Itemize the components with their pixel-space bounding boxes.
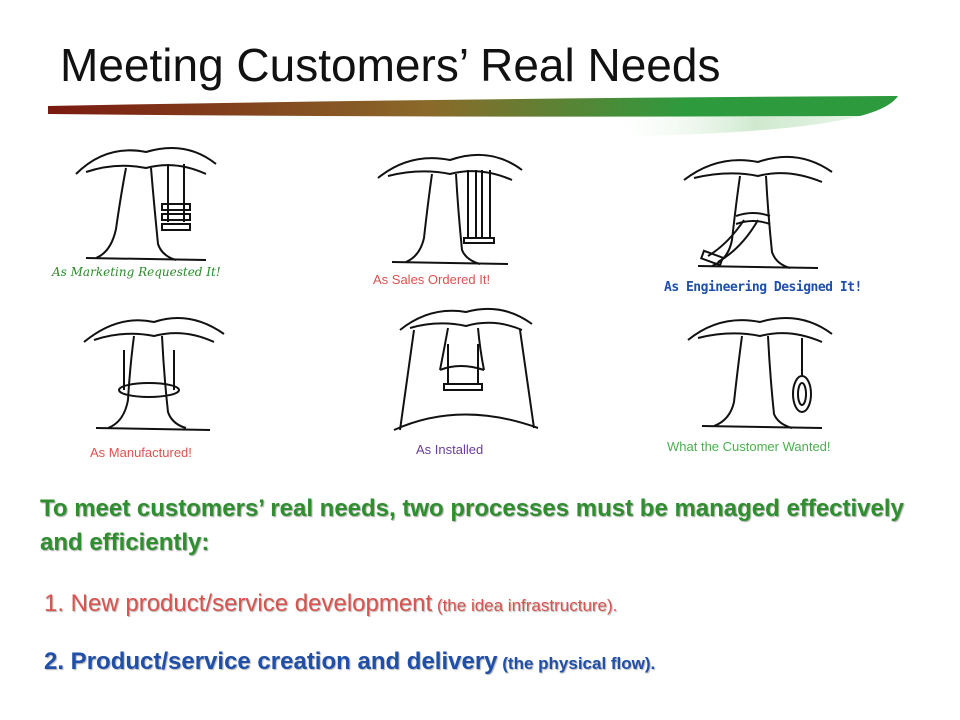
item-main: 1. New product/service development	[44, 590, 433, 617]
caption-engineering: As Engineering Designed It!	[664, 280, 862, 295]
item-note: (the idea infrastructure).	[432, 596, 618, 615]
item-main: 2. Product/service creation and delivery	[44, 648, 498, 675]
caption-installed: As Installed	[416, 442, 484, 457]
tree-swing-installed	[393, 307, 539, 431]
caption-sales: As Sales Ordered It!	[373, 272, 491, 287]
list-item: 2. Product/service creation and delivery…	[44, 648, 655, 676]
tree-swing-customer	[687, 317, 833, 429]
tree-swing-engineering	[683, 155, 833, 269]
title-swoosh	[48, 96, 898, 136]
caption-marketing: As Marketing Requested It!	[52, 265, 221, 279]
tree-swing-manufactured	[83, 317, 225, 431]
caption-manufactured: As Manufactured!	[90, 445, 192, 460]
tree-swing-sales	[377, 153, 523, 265]
slide-title: Meeting Customers’ Real Needs	[60, 39, 721, 91]
caption-customer: What the Customer Wanted!	[667, 439, 831, 454]
list-item: 1. New product/service development (the …	[44, 590, 617, 618]
body-text: To meet customers’ real needs, two proce…	[40, 495, 904, 556]
item-note: (the physical flow).	[497, 654, 656, 673]
tree-swing-marketing	[75, 147, 217, 261]
